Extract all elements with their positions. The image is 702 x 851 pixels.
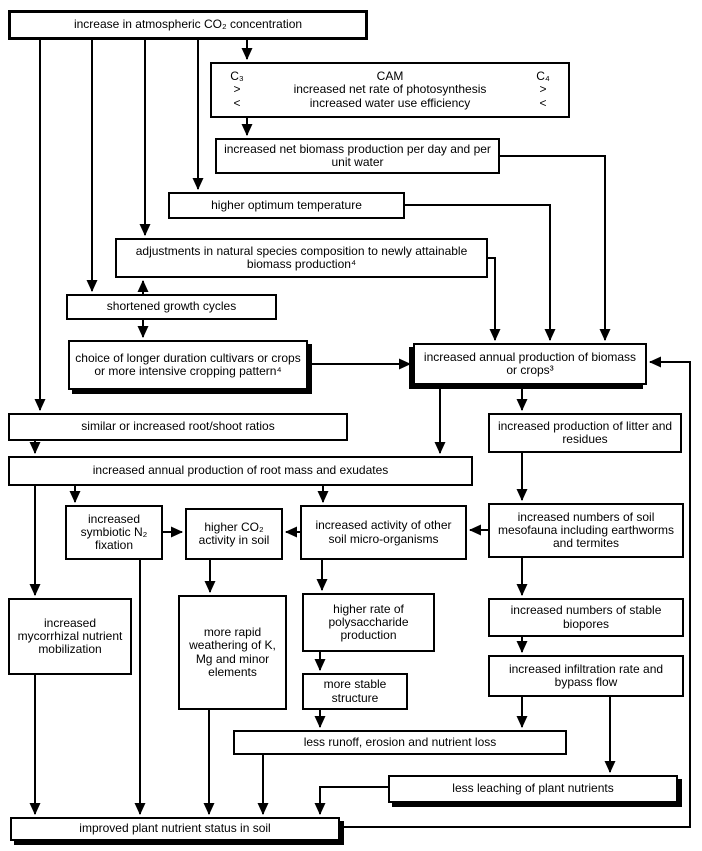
node-net-biomass-production: increased net biomass production per day… bbox=[215, 138, 500, 174]
edge-improved-crops-feedback bbox=[340, 356, 691, 828]
node-species-adjustments: adjustments in natural species compositi… bbox=[115, 238, 488, 278]
edge-adjustments-crops bbox=[488, 257, 501, 341]
node-root-mass-exudates: increased annual production of root mass… bbox=[8, 456, 473, 486]
lt-symbol-left: < bbox=[233, 95, 241, 110]
node-annual-biomass-crops: increased annual production of biomass o… bbox=[413, 343, 647, 385]
node-shortened-growth-cycles: shortened growth cycles bbox=[66, 294, 277, 320]
node-mineral-weathering: more rapid weathering of K, Mg and minor… bbox=[178, 595, 287, 710]
node-polysaccharide-production: higher rate of polysaccharide production bbox=[302, 593, 435, 652]
node-cultivar-choice: choice of longer duration cultivars or c… bbox=[68, 340, 308, 390]
lt-symbol-right: < bbox=[539, 95, 547, 110]
node-photosynthesis-response: C₃ CAM C₄ > increased net rate of photos… bbox=[210, 62, 570, 118]
node-litter-residues: increased production of litter and resid… bbox=[488, 413, 682, 453]
node-infiltration-bypass: increased infiltration rate and bypass f… bbox=[488, 655, 684, 697]
node-less-runoff: less runoff, erosion and nutrient loss bbox=[233, 730, 567, 755]
node-mycorrhizal-mobilization: increased mycorrhizal nutrient mobilizat… bbox=[8, 598, 132, 675]
label-c3: C₃ bbox=[230, 69, 244, 84]
node-root-shoot-ratios: similar or increased root/shoot ratios bbox=[8, 413, 348, 441]
edge-leaching-improved bbox=[314, 786, 388, 815]
node-soil-mesofauna: increased numbers of soil mesofauna incl… bbox=[488, 503, 684, 558]
gt-symbol-right: > bbox=[539, 82, 547, 97]
gt-symbol-left: > bbox=[233, 82, 241, 97]
edge-biomassday-crops bbox=[500, 155, 611, 341]
edge-optimum-crops bbox=[405, 204, 556, 341]
node-higher-optimum-temperature: higher optimum temperature bbox=[168, 192, 405, 219]
label-c4: C₄ bbox=[536, 69, 550, 84]
label-water-efficiency: increased water use efficiency bbox=[309, 95, 471, 110]
label-cam: CAM bbox=[376, 69, 404, 84]
label-net-photosynthesis: increased net rate of photosynthesis bbox=[293, 82, 487, 97]
node-soil-microorganisms: increased activity of other soil micro-o… bbox=[300, 505, 467, 560]
photosynthesis-response-grid: C₃ CAM C₄ > increased net rate of photos… bbox=[214, 70, 566, 110]
node-less-leaching: less leaching of plant nutrients bbox=[388, 775, 678, 803]
node-increase-atmospheric-co2: increase in atmospheric CO₂ concentratio… bbox=[8, 10, 368, 40]
node-n2-fixation: increased symbiotic N₂ fixation bbox=[65, 505, 163, 560]
node-stable-structure: more stable structure bbox=[302, 673, 408, 710]
node-stable-biopores: increased numbers of stable biopores bbox=[488, 598, 684, 637]
node-co2-soil-activity: higher CO₂ activity in soil bbox=[185, 508, 283, 560]
node-improved-nutrient-status: improved plant nutrient status in soil bbox=[10, 817, 340, 841]
